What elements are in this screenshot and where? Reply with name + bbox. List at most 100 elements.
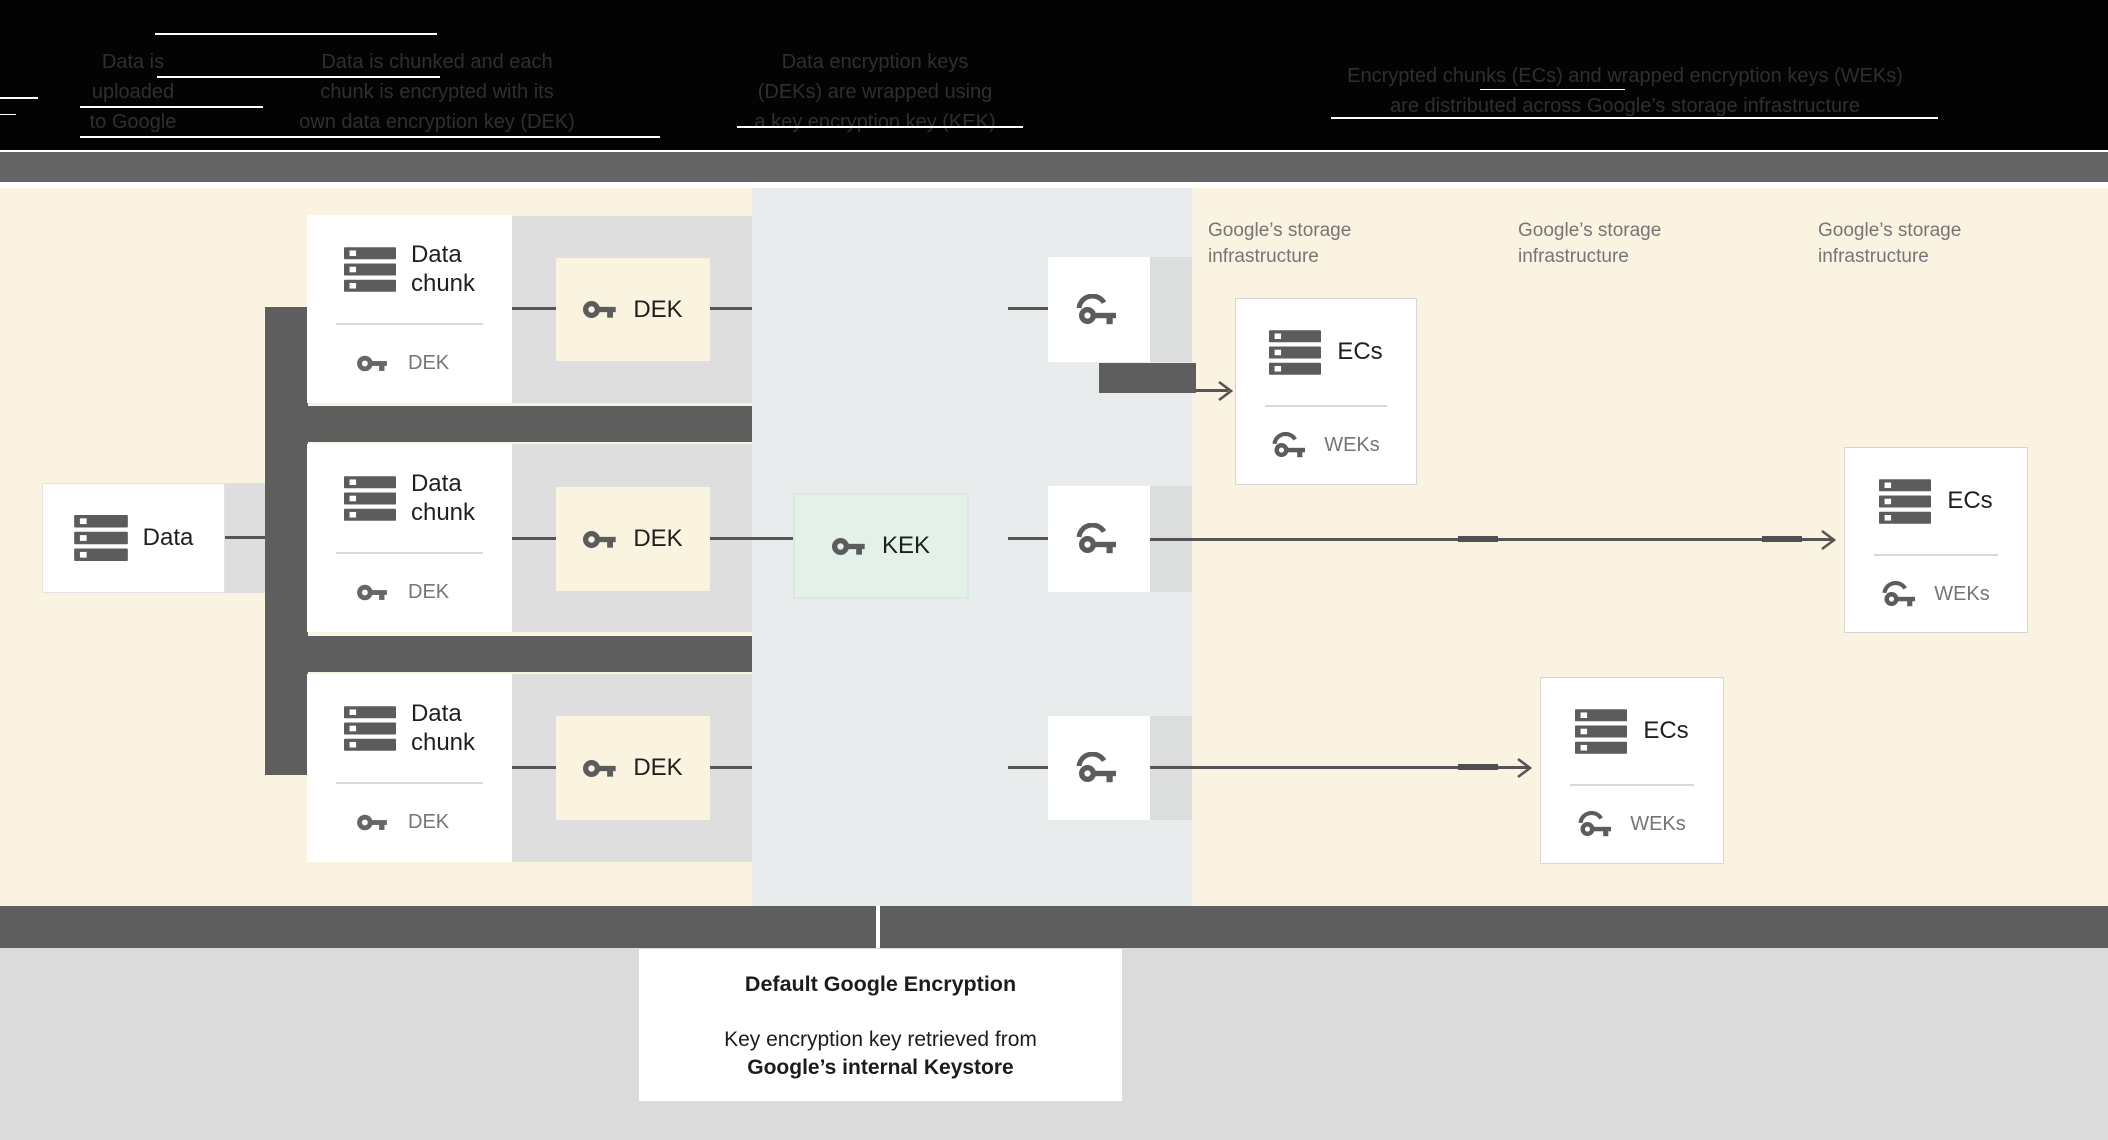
wrapped-key-icon xyxy=(1578,811,1616,838)
database-icon xyxy=(344,247,396,292)
header-step-1-line: uploaded xyxy=(91,81,175,103)
row-separator-2 xyxy=(265,636,752,672)
chunk-to-dek-line-1 xyxy=(512,307,556,310)
storage-infrastructure-label-3: Google’s storage infrastructure xyxy=(1818,220,1962,267)
dek-out-line-1 xyxy=(710,307,752,310)
data-to-trunk-line xyxy=(225,536,267,539)
dek-label: DEK xyxy=(633,295,683,323)
arrow-head-icon xyxy=(1820,529,1836,551)
data-chunk-title: Data chunk xyxy=(410,700,476,756)
database-icon xyxy=(1879,479,1931,524)
ecs-title: ECs xyxy=(1643,717,1689,744)
header-step-2: Data is chunked and each chunk is encryp… xyxy=(292,47,582,137)
dek-box-2: DEK xyxy=(556,487,710,591)
database-icon xyxy=(344,706,396,751)
data-chunk-box-2: Data chunk DEK xyxy=(307,444,512,632)
caption-title: Default Google Encryption xyxy=(744,972,1017,996)
header-step-4-line: Encrypted chunks (ECs) and wrapped encry… xyxy=(1347,65,1903,87)
kek-to-wrapped-key-line xyxy=(1008,537,1048,540)
glitch-streak xyxy=(155,33,437,35)
caption-body-line-1: Key encryption key retrieved from xyxy=(724,1028,1037,1051)
dek-box-3: DEK xyxy=(556,716,710,820)
kek-box: KEK xyxy=(793,493,969,599)
caption-connector-line xyxy=(876,906,880,948)
chunk-dek-label: DEK xyxy=(408,810,450,833)
row-separator-1 xyxy=(265,406,752,442)
database-icon xyxy=(344,476,396,521)
header-step-2-line: chunk is encrypted with its xyxy=(320,81,554,103)
wrapped-key-icon xyxy=(1076,752,1122,784)
arrow-thick-segment xyxy=(1458,536,1498,542)
box-divider xyxy=(336,782,483,784)
header-step-4-line: are distributed across Google’s storage … xyxy=(1390,95,1860,117)
header-divider xyxy=(0,150,2108,152)
storage-infrastructure-label-1: Google’s storage infrastructure xyxy=(1208,220,1352,267)
database-icon xyxy=(74,515,128,561)
kek-label: KEK xyxy=(881,532,931,559)
data-chunk-box-3: Data chunk DEK xyxy=(307,674,512,862)
wrapped-key-arrow-bar xyxy=(1099,363,1196,393)
header-step-1-line: Data is xyxy=(101,51,165,73)
arrow-head-icon xyxy=(1516,757,1532,779)
database-icon xyxy=(1575,709,1627,754)
dek-label: DEK xyxy=(633,525,683,552)
glitch-streak xyxy=(80,136,363,138)
box-divider xyxy=(336,552,483,554)
ecs-title: ECs xyxy=(1337,338,1383,365)
key-icon xyxy=(583,529,619,550)
database-icon xyxy=(1269,330,1321,375)
dek-to-kek-line xyxy=(710,537,793,540)
wrapped-key-box-3 xyxy=(1048,716,1150,820)
key-icon xyxy=(832,536,868,557)
data-chunk-box-1: Data chunk DEK xyxy=(307,215,512,403)
header-step-2-line: own data encryption key (DEK) xyxy=(299,111,575,133)
key-icon xyxy=(357,583,390,602)
caption-body: Key encryption key retrieved from Google… xyxy=(639,1026,1122,1082)
storage-infrastructure-label-2: Google’s storage infrastructure xyxy=(1518,220,1662,267)
arrow-head-icon xyxy=(1217,380,1233,402)
to-wrapped-key-line-3 xyxy=(1008,766,1048,769)
wrapped-key-box-1 xyxy=(1048,257,1150,362)
ecs-title: ECs xyxy=(1947,487,1993,514)
key-icon xyxy=(583,758,619,779)
dek-box-1: DEK xyxy=(556,258,710,361)
box-divider xyxy=(336,323,483,325)
header-step-3: Data encryption keys (DEKs) are wrapped … xyxy=(730,47,1020,137)
header-band xyxy=(0,0,2108,150)
chunk-dek-label: DEK xyxy=(408,580,450,603)
box-divider xyxy=(1874,554,1998,556)
header-step-4: Encrypted chunks (ECs) and wrapped encry… xyxy=(1305,61,1945,121)
dek-label: DEK xyxy=(633,754,683,781)
chunk-dek-label: DEK xyxy=(408,351,450,374)
header-step-2-line: Data is chunked and each xyxy=(321,51,553,73)
wrapped-key-icon xyxy=(1882,581,1920,608)
header-step-1: Data is uploaded to Google xyxy=(43,47,223,137)
box-divider xyxy=(1570,784,1694,786)
arrow-thick-segment xyxy=(1458,764,1498,770)
header-gray-band xyxy=(0,152,2108,182)
arrow-line-1 xyxy=(1196,389,1228,392)
glitch-streak xyxy=(1331,117,1938,119)
glitch-streak xyxy=(157,76,440,78)
wrapped-key-icon xyxy=(1272,432,1310,459)
chunk-to-dek-line-2 xyxy=(512,537,556,540)
header-step-1-line: to Google xyxy=(89,111,177,133)
glitch-streak xyxy=(0,97,38,99)
data-box: Data xyxy=(42,483,225,593)
split-trunk xyxy=(265,307,308,775)
header-step-3-line: Data encryption keys xyxy=(781,51,969,73)
header-step-3-line: (DEKs) are wrapped using xyxy=(757,81,993,103)
weks-label: WEKs xyxy=(1630,812,1686,835)
glitch-streak xyxy=(737,126,1023,128)
data-chunk-title: Data chunk xyxy=(410,241,476,297)
arrow-line-3 xyxy=(1150,766,1530,769)
caption-card: Default Google Encryption Key encryption… xyxy=(639,949,1122,1101)
arrow-thick-segment xyxy=(1762,536,1802,542)
header-step-3-line: a key encryption key (KEK) xyxy=(754,111,996,133)
data-chunk-title: Data chunk xyxy=(410,470,476,526)
glitch-streak xyxy=(0,114,16,115)
data-box-label: Data xyxy=(142,524,194,551)
dek-out-line-3 xyxy=(710,766,752,769)
box-divider xyxy=(1265,405,1387,407)
